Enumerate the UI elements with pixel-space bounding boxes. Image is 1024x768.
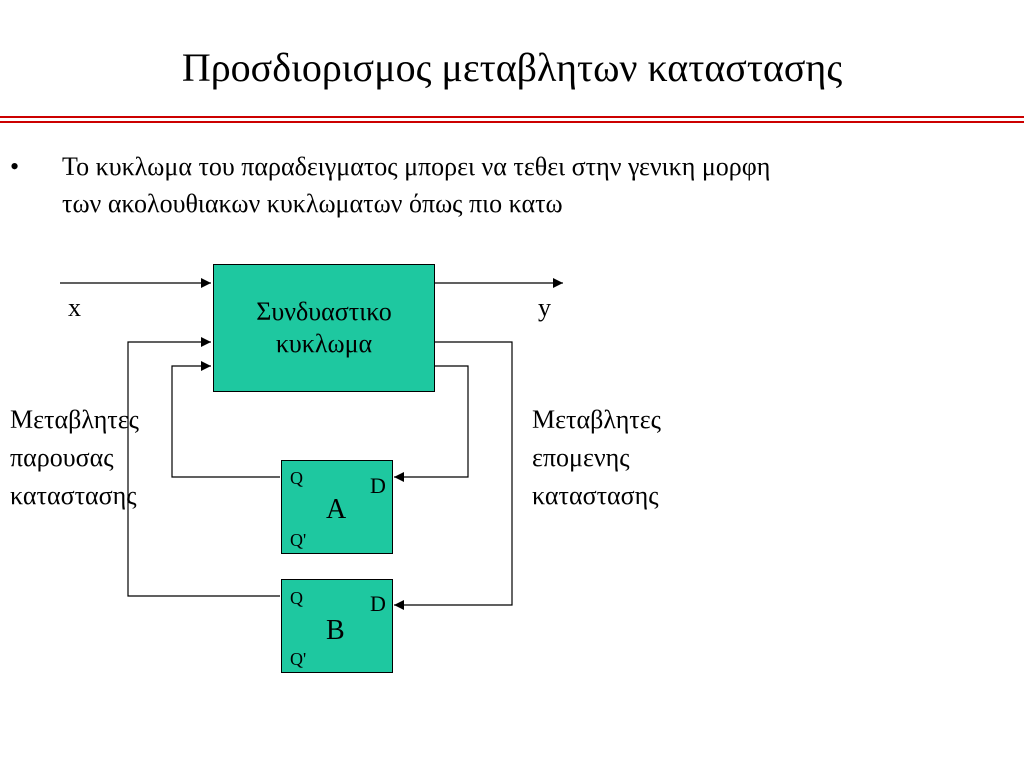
title-rule-upper [0, 116, 1024, 118]
feedback-wire-b [127, 337, 280, 597]
bullet-line-1: Το κυκλωμα του παραδειγματος μπορει να τ… [62, 152, 771, 181]
next-state-line-1: Μεταβλητες [532, 405, 661, 434]
next-state-line-3: καταστασης [532, 481, 659, 510]
bullet-symbol: • [10, 152, 20, 181]
flip-flop-a-d-pin: D [370, 473, 386, 498]
bullet-text: Το κυκλωμα του παραδειγματος μπορει να τ… [62, 148, 1012, 222]
input-label-x: x [68, 293, 81, 322]
slide-title: Προσδιορισμος μεταβλητων καταστασης [181, 45, 843, 90]
next-state-wire-a [394, 365, 469, 482]
flip-flop-b-q-pin: Q [290, 588, 303, 608]
bullet-line-2: των ακολουθιακων κυκλωματων όπως πιο κατ… [62, 189, 563, 218]
combinational-block-line-1: Συνδυαστικο [256, 297, 392, 326]
flip-flop-b-name: B [326, 615, 345, 646]
next-state-label: Μεταβλητες επομενης καταστασης [532, 401, 661, 515]
flip-flop-b-d-pin: D [370, 591, 386, 616]
present-state-line-1: Μεταβλητες [10, 405, 139, 434]
flip-flop-a-q-pin: Q [290, 468, 303, 488]
flip-flop-a-qbar-pin: Q' [290, 530, 307, 550]
combinational-block-line-2: κυκλωμα [275, 329, 373, 358]
feedback-wire-a [171, 361, 280, 478]
present-state-label: Μεταβλητες παρουσας καταστασης [10, 401, 139, 515]
next-state-wire-b [394, 341, 513, 610]
flip-flop-b: Q D B Q' [281, 579, 393, 673]
flip-flop-a-name: A [326, 494, 347, 525]
output-label-y: y [538, 293, 551, 322]
present-state-line-3: καταστασης [10, 481, 137, 510]
flip-flop-b-qbar-pin: Q' [290, 649, 307, 669]
title-rule-lower [0, 121, 1024, 123]
next-state-line-2: επομενης [532, 443, 630, 472]
combinational-circuit-block: Συνδυαστικο κυκλωμα [213, 264, 435, 392]
present-state-line-2: παρουσας [10, 443, 114, 472]
flip-flop-a: Q D A Q' [281, 460, 393, 554]
